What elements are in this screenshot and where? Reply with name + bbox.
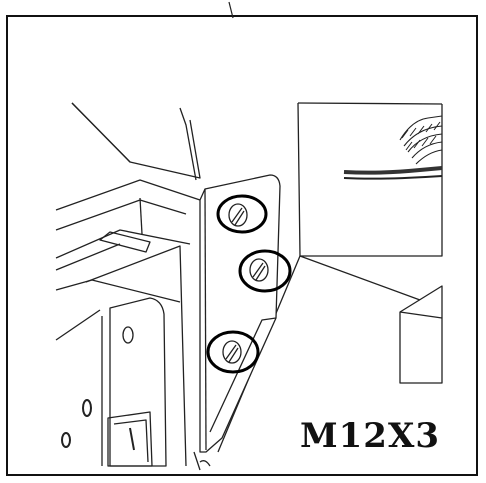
inner-plate: [109, 297, 167, 467]
highlight-circle-3: [206, 330, 260, 374]
bracket-holes: [222, 203, 269, 364]
back-panel: [297, 102, 443, 257]
bottom-slot: [107, 411, 153, 467]
highlight-circle-2: [238, 249, 292, 293]
left-frame: [55, 179, 201, 211]
plate-hole: [122, 326, 134, 344]
right-block: [399, 285, 443, 384]
highlight-circle-1: [216, 194, 268, 234]
bracket-plate: [199, 174, 281, 453]
cable-bundle: [343, 115, 443, 180]
fastener-size-label: M12X3: [300, 416, 440, 456]
top-sheet: [71, 102, 201, 179]
leader-line: [228, 1, 234, 19]
illustration-frame: [6, 15, 478, 476]
